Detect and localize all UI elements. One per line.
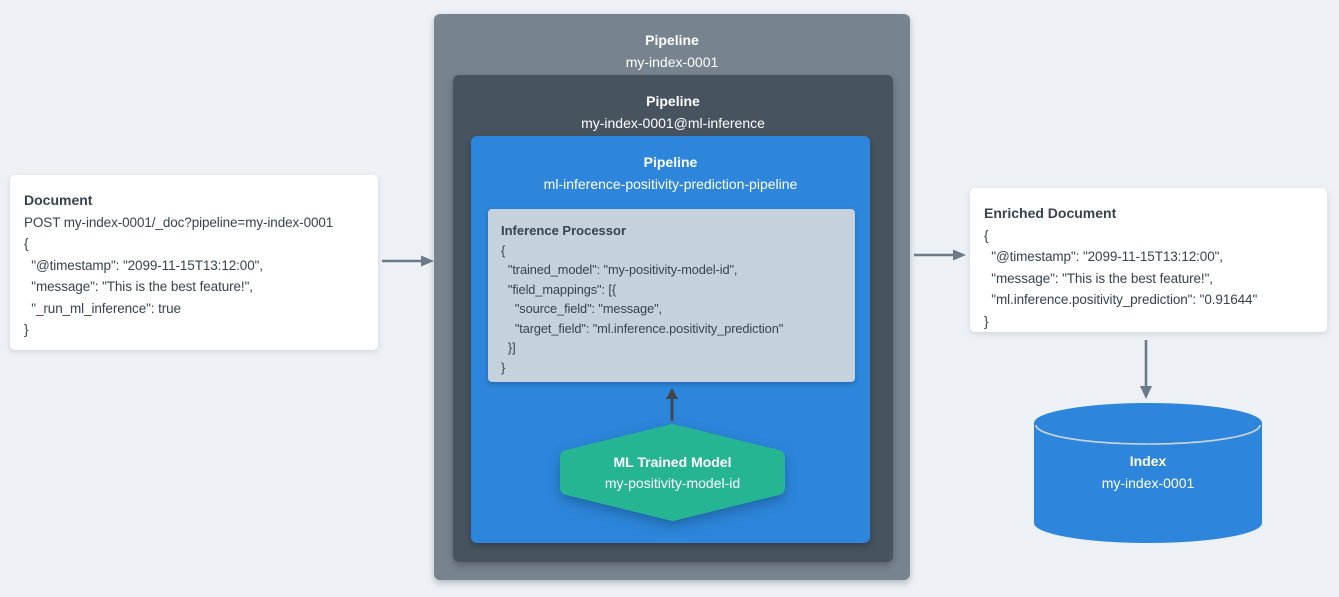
- pipeline-ml-inference-heading: Pipeline my-index-0001@ml-inference: [453, 75, 893, 134]
- pipeline-inner-title: Pipeline: [643, 154, 698, 170]
- pipeline-inner-subtitle: ml-inference-positivity-prediction-pipel…: [543, 176, 798, 192]
- hexagon-shape-icon: [560, 424, 785, 521]
- enriched-document-code: { "@timestamp": "2099-11-15T13:12:00", "…: [984, 227, 1258, 329]
- document-card: Document POST my-index-0001/_doc?pipelin…: [10, 175, 378, 350]
- enriched-document-title: Enriched Document: [984, 205, 1117, 221]
- inference-processor-box: Inference Processor { "trained_model": "…: [488, 209, 855, 382]
- pipeline-box-positivity-prediction: Pipeline ml-inference-positivity-predict…: [471, 136, 870, 543]
- arrow-pipeline-to-enriched-icon: [914, 249, 966, 261]
- pipeline-box-outer: Pipeline my-index-0001 Pipeline my-index…: [434, 14, 910, 580]
- pipeline-inner-heading: Pipeline ml-inference-positivity-predict…: [471, 136, 870, 195]
- pipeline-ml-inference-title: Pipeline: [646, 93, 700, 109]
- ml-trained-model-node: ML Trained Model my-positivity-model-id: [560, 424, 785, 521]
- document-card-code: POST my-index-0001/_doc?pipeline=my-inde…: [24, 214, 334, 338]
- ml-trained-model-title: ML Trained Model: [613, 453, 732, 470]
- index-node: Index my-index-0001: [1033, 402, 1263, 544]
- arrow-enriched-to-index-icon: [1140, 340, 1152, 399]
- ml-trained-model-subtitle: my-positivity-model-id: [604, 474, 741, 491]
- pipeline-outer-heading: Pipeline my-index-0001: [434, 14, 910, 73]
- arrow-document-to-pipeline-icon: [382, 255, 434, 267]
- inference-processor-title: Inference Processor: [501, 223, 627, 238]
- ml-trained-model-label: ML Trained Model my-positivity-model-id: [560, 424, 785, 521]
- inference-processor-code: { "trained_model": "my-positivity-model-…: [501, 242, 784, 375]
- pipeline-ml-inference-subtitle: my-index-0001@ml-inference: [581, 115, 765, 131]
- index-subtitle: my-index-0001: [1101, 475, 1195, 491]
- index-title: Index: [1129, 453, 1167, 469]
- pipeline-box-ml-inference: Pipeline my-index-0001@ml-inference Pipe…: [453, 75, 893, 562]
- pipeline-outer-subtitle: my-index-0001: [625, 54, 719, 70]
- database-cylinder-icon: [1034, 403, 1262, 543]
- enriched-document-card: Enriched Document { "@timestamp": "2099-…: [970, 188, 1327, 332]
- index-label: Index my-index-0001: [1033, 450, 1263, 494]
- document-card-title: Document: [24, 192, 93, 208]
- arrow-model-to-processor-icon: [666, 388, 678, 421]
- pipeline-outer-title: Pipeline: [645, 32, 699, 48]
